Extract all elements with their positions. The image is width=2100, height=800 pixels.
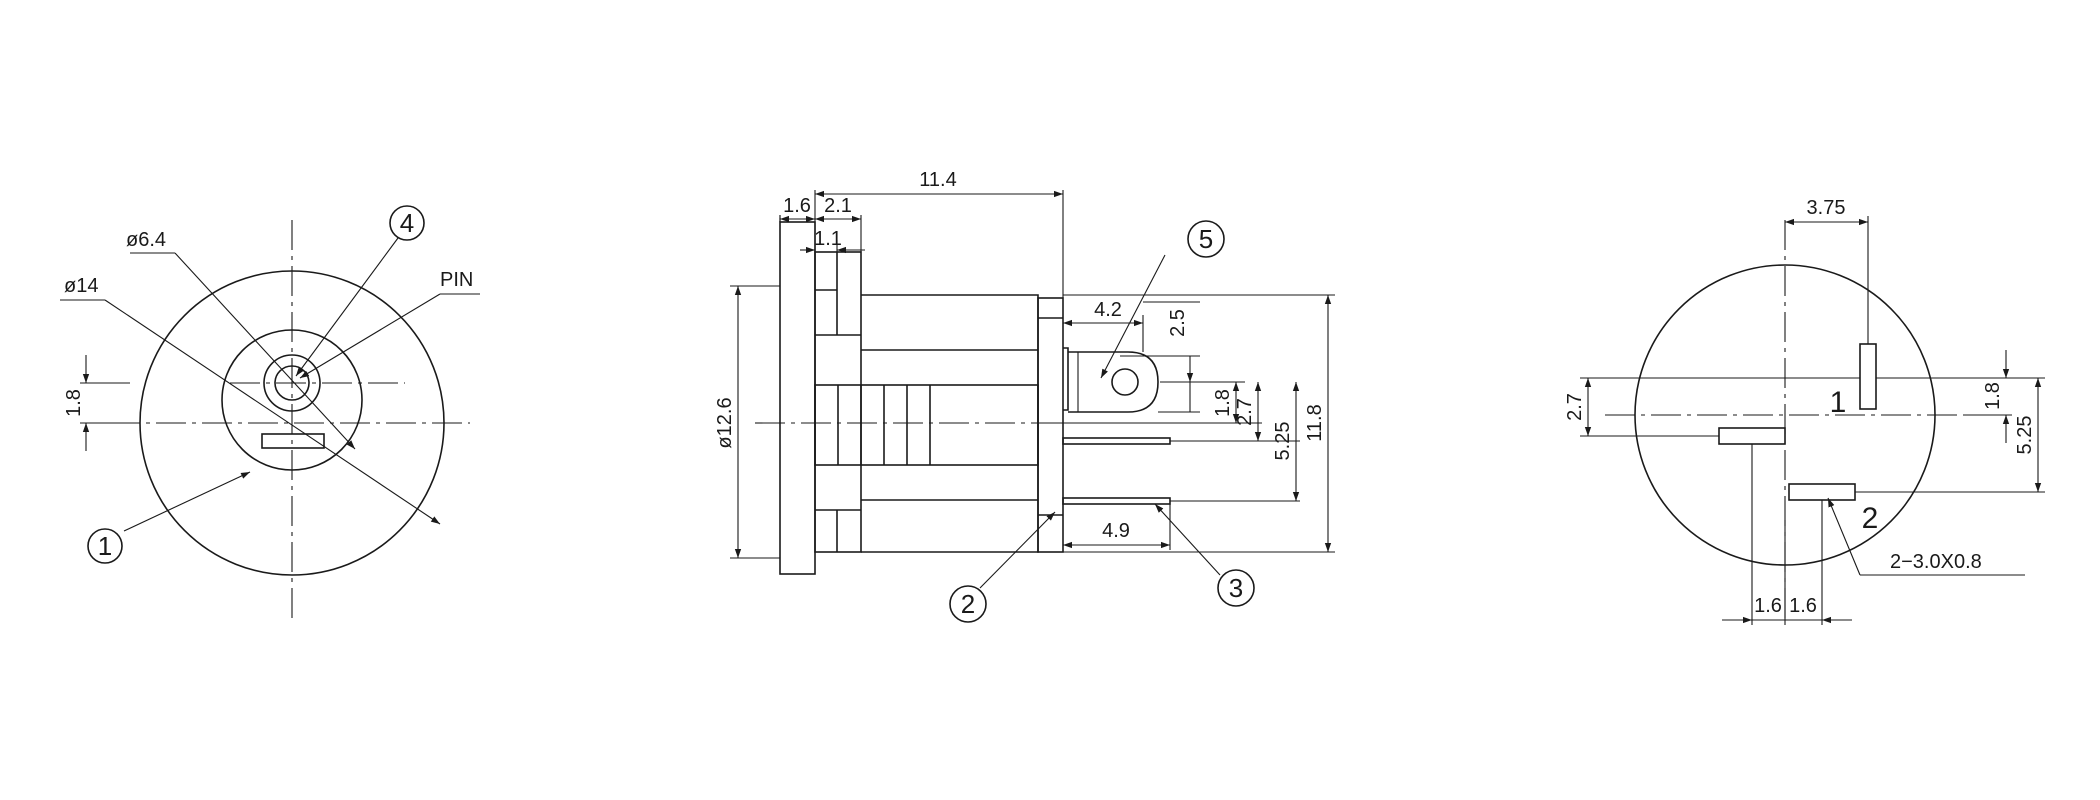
label-21: 2.1 bbox=[824, 195, 852, 217]
label-27-rear: 2.7 bbox=[1564, 393, 1586, 421]
balloon-2-text: 2 bbox=[961, 589, 975, 619]
side-lug-lower bbox=[1062, 497, 1171, 505]
leader-slot-note bbox=[1827, 497, 1861, 576]
leader-balloon-2 bbox=[979, 511, 1056, 589]
side-pin-base bbox=[1063, 347, 1069, 411]
balloon-4 bbox=[389, 205, 425, 241]
side-rear-plate bbox=[1037, 297, 1064, 553]
leader-balloon-3 bbox=[1154, 503, 1221, 576]
side-pin-tab bbox=[1068, 351, 1159, 413]
label-11: 1.1 bbox=[814, 228, 842, 250]
front-outer-circle bbox=[139, 270, 445, 576]
label-front-18: 1.8 bbox=[63, 389, 85, 417]
front-key-slot bbox=[261, 433, 325, 449]
balloon-2 bbox=[949, 585, 987, 623]
balloon-3 bbox=[1217, 569, 1255, 607]
front-pin-outer bbox=[263, 354, 321, 412]
balloon-5-text: 5 bbox=[1199, 224, 1213, 254]
label-118: 11.8 bbox=[1304, 404, 1326, 441]
front-pin-inner bbox=[274, 365, 310, 401]
label-18-rear: 1.8 bbox=[1982, 382, 2004, 410]
label-dia64: ø6.4 bbox=[126, 229, 166, 251]
leader-balloon-4 bbox=[295, 237, 399, 377]
label-114: 11.4 bbox=[919, 169, 956, 191]
side-pin-hole bbox=[1111, 368, 1139, 396]
rear-slot-right bbox=[1788, 483, 1856, 501]
leader-balloon-5 bbox=[1100, 254, 1166, 379]
leader-dia14 bbox=[104, 299, 441, 525]
label-25: 2.5 bbox=[1167, 309, 1189, 337]
label-16-right: 1.6 bbox=[1789, 595, 1817, 617]
rear-label-1: 1 bbox=[1830, 386, 1847, 419]
balloon-5 bbox=[1187, 220, 1225, 258]
side-lug-upper bbox=[1062, 437, 1171, 445]
side-barrel bbox=[814, 384, 1039, 466]
label-dia14: ø14 bbox=[64, 275, 98, 297]
label-375: 3.75 bbox=[1807, 197, 1846, 219]
label-525-side: 5.25 bbox=[1272, 422, 1294, 461]
label-525-rear: 5.25 bbox=[2014, 416, 2036, 455]
leader-pin bbox=[299, 293, 441, 379]
rear-label-2: 2 bbox=[1862, 502, 1879, 535]
balloon-1 bbox=[87, 528, 123, 564]
label-126: ø12.6 bbox=[714, 397, 736, 448]
label-slot-note: 2−3.0X0.8 bbox=[1890, 551, 1982, 573]
front-bore-circle bbox=[221, 329, 363, 471]
side-view: 11.4 1.6 2.1 1.1 ø12.6 4.2 2.5 1.8 2.7 5… bbox=[714, 169, 1335, 623]
label-pin: PIN bbox=[440, 269, 473, 291]
side-flange bbox=[779, 221, 816, 575]
rear-pin-slot bbox=[1859, 343, 1877, 410]
leader-dia64 bbox=[174, 252, 356, 450]
label-16-left: 1.6 bbox=[1754, 595, 1782, 617]
balloon-1-text: 1 bbox=[98, 531, 112, 561]
leader-balloon-1 bbox=[123, 471, 251, 532]
balloon-3-text: 3 bbox=[1229, 573, 1243, 603]
label-16: 1.6 bbox=[783, 195, 811, 217]
front-view: ø14 ø6.4 PIN 1.8 1 4 bbox=[60, 205, 480, 620]
rear-slot-left bbox=[1718, 427, 1786, 445]
label-27-side: 2.7 bbox=[1234, 398, 1256, 426]
label-49: 4.9 bbox=[1102, 520, 1130, 542]
balloon-4-text: 4 bbox=[400, 208, 414, 238]
label-42: 4.2 bbox=[1094, 299, 1122, 321]
label-18-side: 1.8 bbox=[1212, 389, 1234, 417]
rear-view: 3.75 2.7 1.8 5.25 1 2 2−3.0X0.8 1.6 1.6 bbox=[1564, 197, 2045, 625]
